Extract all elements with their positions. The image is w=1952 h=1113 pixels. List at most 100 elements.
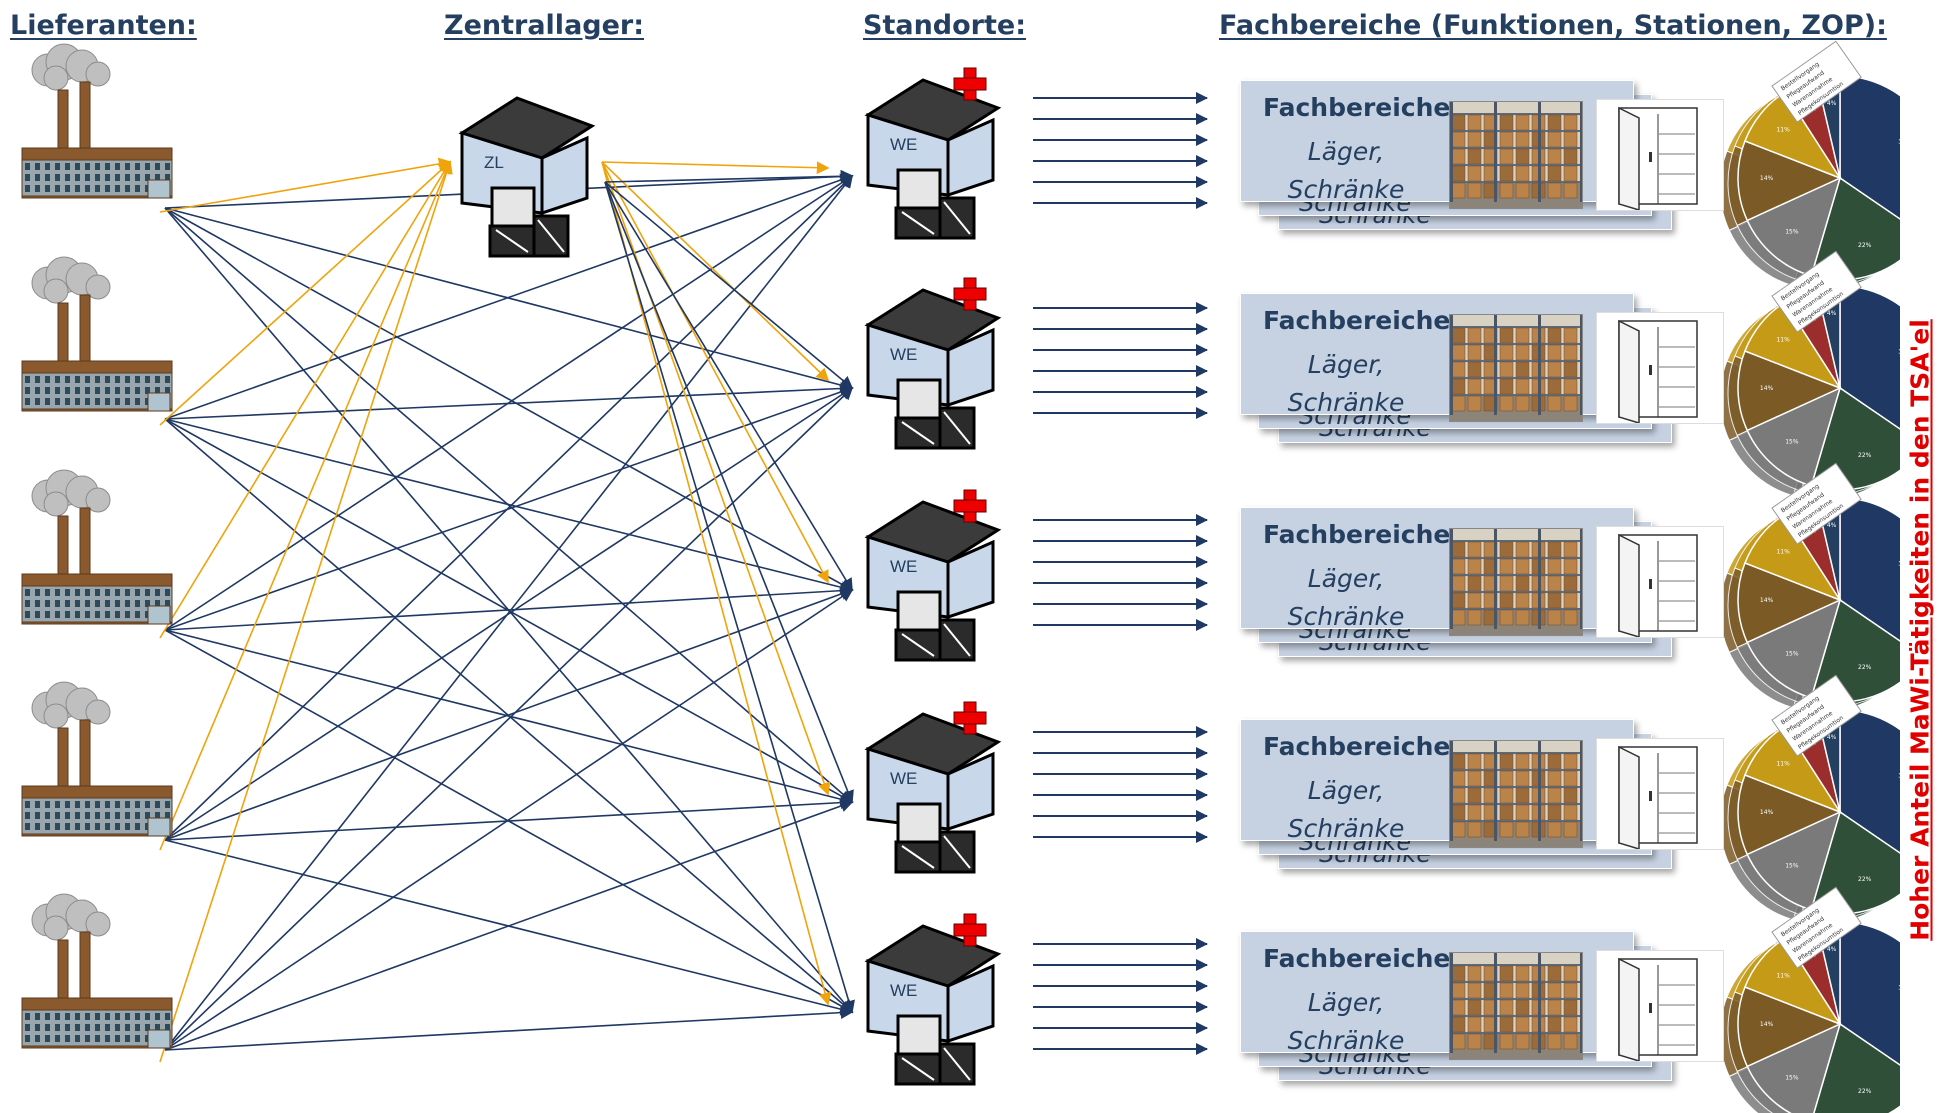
pie-4-pct-7: 4% xyxy=(1827,734,1837,741)
card-title: Fachbereiche xyxy=(1263,732,1451,761)
flow-line-supplier-1-central xyxy=(159,157,452,213)
card-line-2: Schränke xyxy=(1287,175,1405,204)
pie-2-pct-7: 4% xyxy=(1827,310,1837,317)
flow-line-central-site-1 xyxy=(601,161,830,175)
pie-3-tags: BestellvorgangPflegeaufwandWarenannahmeP… xyxy=(1771,462,1862,545)
pie-3-pct-3: 15% xyxy=(1785,651,1799,658)
pie-1-pct-3: 15% xyxy=(1785,229,1799,236)
flow-line-central-navy-site-1 xyxy=(604,169,854,183)
pie-2-pct-2: 22% xyxy=(1858,452,1872,459)
pie-1-pct-7: 4% xyxy=(1827,100,1837,107)
pie-3-slice-1 xyxy=(1839,497,1900,642)
flow-line-central-navy-site-3 xyxy=(604,181,853,592)
pie-5-pct-2: 22% xyxy=(1858,1088,1872,1095)
pie-4-pct-3: 15% xyxy=(1785,863,1799,870)
pie-2-pct-3: 15% xyxy=(1785,439,1799,446)
hospital-cross-icon xyxy=(953,913,987,947)
department-card-5: SchränkeSchränkeFachbereicheLäger,Schrän… xyxy=(1240,931,1724,1081)
pie-5-slice-4 xyxy=(1737,986,1842,1068)
pie-2-slice-4 xyxy=(1737,350,1842,432)
pie-chart-4: 38%22%15%14%11%6%4%BestellvorgangPflegea… xyxy=(1719,674,1912,925)
flow-line-supplier-2-site-3 xyxy=(164,418,854,594)
pie-5-pct-7: 4% xyxy=(1827,946,1837,953)
card-body: Läger, Schränke xyxy=(1281,560,1411,636)
card-line-1: Läger, xyxy=(1307,988,1385,1017)
shelf-photo-icon xyxy=(1449,528,1583,636)
flow-line-supplier-2-central xyxy=(159,160,452,426)
department-card-4: SchränkeSchränkeFachbereicheLäger,Schrän… xyxy=(1240,719,1724,869)
site-house-icon-2: WE xyxy=(864,277,1002,450)
card-body: Läger, Schränke xyxy=(1281,984,1411,1060)
pie-5-pct-5: 11% xyxy=(1776,973,1790,980)
cabinet-icon xyxy=(1596,526,1724,638)
flow-line-supplier-1-site-3 xyxy=(164,207,854,591)
hospital-cross-icon xyxy=(953,67,987,101)
flow-line-supplier-3-site-1 xyxy=(164,175,854,631)
flow-line-central-site-4 xyxy=(601,161,831,796)
pie-1-pct-4: 14% xyxy=(1760,175,1774,182)
pie-1-pct-2: 22% xyxy=(1858,242,1872,249)
hospital-cross-icon xyxy=(953,489,987,523)
pie-4-tags: BestellvorgangPflegeaufwandWarenannahmeP… xyxy=(1771,674,1862,757)
factory-icon-4 xyxy=(21,681,173,837)
card-body: Läger,Schränke xyxy=(1281,346,1411,422)
card-line-1: Läger, xyxy=(1307,137,1385,166)
card-line-1: Läger, xyxy=(1307,564,1385,593)
pie-2-slice-1 xyxy=(1839,285,1900,430)
pie-2-pct-5: 11% xyxy=(1776,337,1790,344)
header-central-warehouse: Zentrallager: xyxy=(444,10,645,41)
pie-5-slice-3 xyxy=(1746,1022,1842,1113)
pie-chart-1: 38%22%15%14%11%6%4%BestellvorgangPflegea… xyxy=(1719,40,1900,291)
flow-line-supplier-5-site-5 xyxy=(164,1006,854,1051)
flow-line-supplier-3-site-4 xyxy=(164,629,854,806)
card-line-2: Schränke xyxy=(1287,602,1405,631)
pie-5-pct-4: 14% xyxy=(1760,1021,1774,1028)
site-house-icon-4: WE xyxy=(864,701,1002,874)
pie-3-pct-5: 11% xyxy=(1776,549,1790,556)
pie-4-pct-2: 22% xyxy=(1858,876,1872,883)
pie-1-pct-5: 11% xyxy=(1776,127,1790,134)
pie-5-pct-3: 15% xyxy=(1785,1075,1799,1082)
pie-1-slice-4 xyxy=(1737,140,1842,222)
site-house-icon-4-label: WE xyxy=(890,769,917,788)
flow-line-supplier-3-site-3 xyxy=(164,584,854,631)
pie-2-tags: BestellvorgangPflegeaufwandWarenannahmeP… xyxy=(1771,250,1862,333)
factory-icon-2 xyxy=(21,256,173,412)
card-title: Fachbereiche xyxy=(1263,93,1451,122)
flow-line-supplier-3-central xyxy=(159,160,451,639)
shelf-photo-icon xyxy=(1449,740,1583,848)
flow-line-supplier-5-site-1 xyxy=(164,174,853,1051)
pie-2-pct-4: 14% xyxy=(1760,385,1774,392)
flow-line-supplier-4-central xyxy=(159,160,452,851)
flow-line-supplier-4-site-3 xyxy=(164,587,854,841)
pie-chart-3: 38%22%15%14%11%6%4%BestellvorgangPflegea… xyxy=(1719,462,1912,713)
pie-5-slice-2 xyxy=(1813,1022,1900,1113)
pie-4-pct-4: 14% xyxy=(1760,809,1774,816)
header-sites: Standorte: xyxy=(863,10,1027,41)
pie-5-pct-1: 38% xyxy=(1898,985,1912,992)
site-house-icon-3: WE xyxy=(864,489,1002,662)
card-title: Fachbereiche xyxy=(1263,520,1451,549)
flow-line-central-site-2 xyxy=(601,161,830,382)
flow-line-central-site-5 xyxy=(601,161,832,1006)
card-line-2: Schränke xyxy=(1287,388,1405,417)
header-departments: Fachbereiche (Funktionen, Stationen, ZOP… xyxy=(1219,10,1887,41)
cabinet-icon xyxy=(1596,99,1724,211)
pie-4-pct-5: 11% xyxy=(1776,761,1790,768)
flow-line-central-site-3 xyxy=(601,161,829,584)
flow-line-supplier-2-site-1 xyxy=(164,173,854,420)
pie-3-pct-1: 38% xyxy=(1898,561,1912,568)
cabinet-icon xyxy=(1596,950,1724,1062)
site-house-icon-1-label: WE xyxy=(890,135,917,154)
pie-4-pct-1: 38% xyxy=(1898,773,1912,780)
pie-4-slice-4 xyxy=(1737,774,1842,856)
pie-2-pct-1: 38% xyxy=(1898,349,1912,356)
pie-3-slice-4 xyxy=(1737,562,1842,644)
factory-icon-3 xyxy=(21,469,173,625)
flow-line-supplier-5-central xyxy=(159,160,453,1063)
flow-line-central-navy-site-4 xyxy=(604,181,854,804)
card-line-2: Schränke xyxy=(1287,1026,1405,1055)
